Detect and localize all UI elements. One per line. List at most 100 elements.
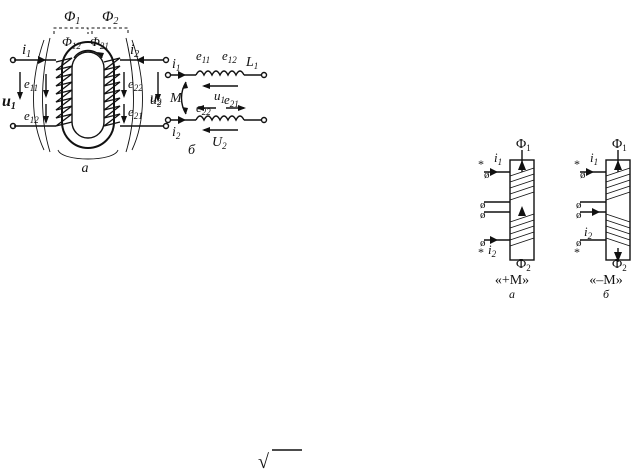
e22-arrowhead [121,90,127,98]
flux-line-bottom [57,149,119,160]
fig1a-label: a [82,161,89,176]
b-M-label: M [169,91,183,106]
flux1-brace [53,27,89,34]
left-bottom-terminal [9,122,17,130]
b-i1-label: i1 [172,57,180,73]
b-i2-arrowhead [178,116,186,124]
b-e12-label: e12 [222,48,237,65]
fig1-coupled-coils: Φ1 Φ2 Φ12 Φ21 i1 u1 e11 e1 [2,9,170,176]
b-u1-label: u1 [214,88,225,105]
e11-arrowhead [43,90,49,98]
b-e11-label: e11 [196,48,210,65]
left-top-flux-arrowhead [518,160,526,170]
u2-arrowhead [155,94,161,102]
right-bottom-flux-arrowhead [614,252,622,262]
b-e21-arrowhead [238,105,246,111]
right-star-bottom: * [574,245,580,259]
b-M-arrowhead-bottom [182,107,188,114]
b-U2-arrowhead [202,127,210,133]
left-upper-winding [509,167,535,201]
right-terminal-4: ø [576,237,582,249]
fig2-plus-m: Φ1 Φ2 * ø i1 ø ø ø * i2 «+M» a [478,137,535,301]
right-sublabel: б [603,287,610,301]
left-terminal-1: ø [484,169,490,181]
b-U2-label: U2 [212,135,227,151]
left-caption: «+M» [495,273,529,288]
right-top-terminal [162,56,170,64]
left-sublabel: a [509,287,515,301]
u1-arrowhead [17,92,23,100]
i1-label: i1 [22,42,31,60]
flux-line-left-inner [42,37,51,153]
b-coil1 [195,70,245,77]
b-bottom-right-terminal [260,116,268,124]
b-e22-arrowhead [196,105,204,111]
b-u2-label: u2 [150,91,162,107]
right-top-flux-arrowhead [614,160,622,170]
right-star-top: * [574,157,580,171]
left-i2-label: i2 [488,242,497,259]
e22-label: e22 [128,76,143,93]
left-top-flux-label: Φ1 [516,137,531,153]
left-terminal-3: ø [480,209,486,221]
b-coil2 [195,115,245,122]
right-i1-label: i1 [590,150,598,167]
core-inner [71,51,105,139]
right-winding [103,57,121,127]
right-i1-arrowhead [586,168,594,176]
right-caption: «–M» [589,273,622,288]
b-top-left-terminal [164,71,172,79]
b-top-right-terminal [260,71,268,79]
b-bottom-left-terminal [164,116,172,124]
b-M-arrowhead-top [182,82,188,89]
e12-label: e12 [24,108,39,125]
right-middle-arrowhead [592,208,600,216]
b-L1-label: L1 [245,55,258,71]
flux21-label: Φ21 [90,34,109,51]
flux1-label: Φ1 [64,9,80,27]
right-i2-label: i2 [584,224,593,241]
flux-line-right-inner [125,37,134,153]
right-terminal-3: ø [576,209,582,221]
b-e21-label: e21 [224,92,239,109]
left-bottom-flux-label: Φ2 [516,257,531,273]
sqrt-fragment: √ [258,449,302,471]
left-i1-label: i1 [494,150,502,167]
right-terminal-2: ø [576,199,582,211]
right-upper-winding [605,167,631,201]
right-terminal-1: ø [580,169,586,181]
right-bottom-flux-label: Φ2 [612,257,627,273]
left-star-top: * [478,157,484,171]
left-i2-arrowhead [490,236,498,244]
flux-arc-arrowhead [97,52,104,58]
left-middle-arrowhead [518,206,526,216]
right-lower-winding [605,213,631,247]
fig1-equivalent-circuit: i1 e11 e12 L1 u1 i2 e22 e21 U2 M u2 б [150,48,268,158]
flux-line-left-outer [33,39,45,151]
flux12-label: Φ12 [62,34,81,51]
fig1b-label: б [188,143,196,158]
b-i1-arrowhead [178,71,186,79]
left-top-terminal [9,56,17,64]
fig2-minus-m: Φ1 Φ2 * ø i1 ø ø ø * i2 «–M» б [574,137,631,301]
i2-arrowhead [136,56,144,64]
left-terminal-2: ø [480,199,486,211]
flux2-label: Φ2 [102,9,118,27]
e12-arrowhead [43,116,49,124]
right-bottom-terminal [162,122,170,130]
left-i1-arrowhead [490,168,498,176]
b-i2-label: i2 [172,125,181,141]
left-lower-winding [509,213,535,247]
e11-label: e11 [24,76,38,93]
b-u1-arrowhead [202,83,210,89]
left-terminal-4: ø [480,237,486,249]
right-top-flux-label: Φ1 [612,137,627,153]
flux2-brace [91,27,129,34]
e21-arrowhead [121,116,127,124]
left-winding [55,57,73,127]
sqrt-symbol: √ [258,451,269,471]
i2-label: i2 [130,42,139,60]
e21-label: e21 [128,104,143,121]
u2-label: u2 [150,93,162,109]
